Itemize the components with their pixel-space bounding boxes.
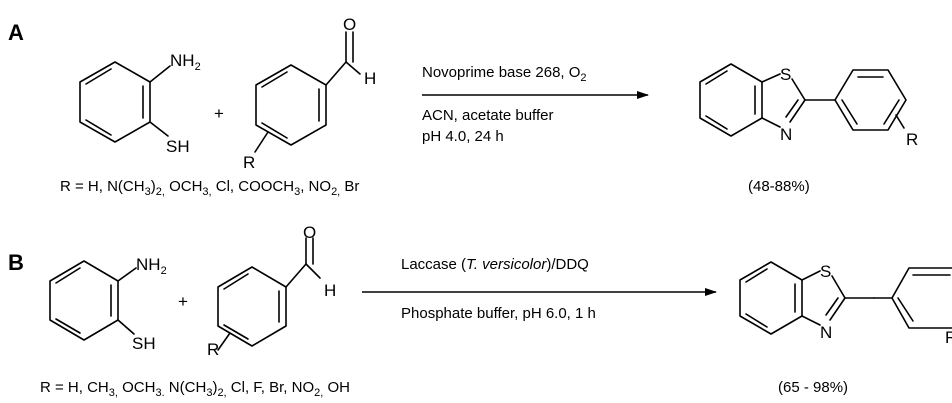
conditions-catalyst-b: Laccase (T. versicolor)/DDQ — [401, 256, 589, 273]
conditions-buffer-b: Phosphate buffer, pH 6.0, 1 h — [401, 305, 596, 322]
thiazole-sulfur: S — [820, 262, 831, 281]
thiol-group-label: SH — [166, 137, 190, 156]
r-substituent: R — [945, 328, 952, 347]
r-substituent: R — [906, 130, 918, 149]
substituent-list-b: R = H, CH3, OCH3. N(CH3)2, Cl, F, Br, NO… — [40, 379, 350, 399]
benzene-ring — [49, 260, 119, 341]
conditions-catalyst-a: Novoprime base 268, O2 — [422, 64, 587, 84]
reaction-arrow-b: Laccase (T. versicolor)/DDQ Phosphate bu… — [362, 256, 717, 322]
aryl-ring — [891, 267, 952, 329]
plus-sign-a: + — [214, 104, 224, 123]
amine-group-label: NH2 — [136, 255, 167, 277]
conditions-ph-time-a: pH 4.0, 24 h — [422, 128, 504, 145]
yield-a: (48-88%) — [748, 178, 810, 195]
yield-b: (65 - 98%) — [778, 379, 848, 396]
thiazole-nitrogen: N — [780, 125, 792, 144]
panel-label-a: A — [8, 20, 24, 45]
reactant-aminothiophenol-a: NH2 SH — [79, 51, 201, 156]
aldehyde-oxygen: O — [303, 223, 316, 242]
aldehyde-hydrogen: H — [324, 281, 336, 300]
scheme-b: B NH2 SH + O H R — [8, 223, 952, 399]
conditions-solvent-a: ACN, acetate buffer — [422, 107, 553, 124]
r-substituent: R — [243, 153, 255, 172]
substituent-list-a: R = H, N(CH3)2, OCH3, Cl, COOCH3, NO2, B… — [60, 178, 359, 198]
reactant-aminothiophenol-b: NH2 SH — [49, 255, 167, 353]
reactant-benzaldehyde-a: O H R — [243, 15, 376, 172]
amine-group-label: NH2 — [170, 51, 201, 73]
plus-sign-b: + — [178, 292, 188, 311]
benzene-ring — [255, 64, 327, 146]
aryl-ring — [834, 69, 907, 131]
aldehyde-oxygen: O — [343, 15, 356, 34]
thiazole-sulfur: S — [780, 65, 791, 84]
scheme-a: A NH2 SH + O H R — [8, 15, 918, 198]
aldehyde-hydrogen: H — [364, 69, 376, 88]
benzo-ring — [699, 63, 763, 137]
reactant-benzaldehyde-b: O H R — [207, 223, 336, 359]
product-benzothiazole-b: S N R — [739, 261, 952, 347]
thiol-group-label: SH — [132, 334, 156, 353]
reaction-arrow-a: Novoprime base 268, O2 ACN, acetate buff… — [422, 64, 649, 145]
benzo-ring — [739, 261, 803, 335]
benzene-ring — [79, 61, 151, 143]
thiazole-nitrogen: N — [820, 323, 832, 342]
r-substituent: R — [207, 340, 219, 359]
product-benzothiazole-a: S N R — [699, 63, 918, 149]
benzene-ring — [217, 266, 287, 347]
panel-label-b: B — [8, 250, 24, 275]
